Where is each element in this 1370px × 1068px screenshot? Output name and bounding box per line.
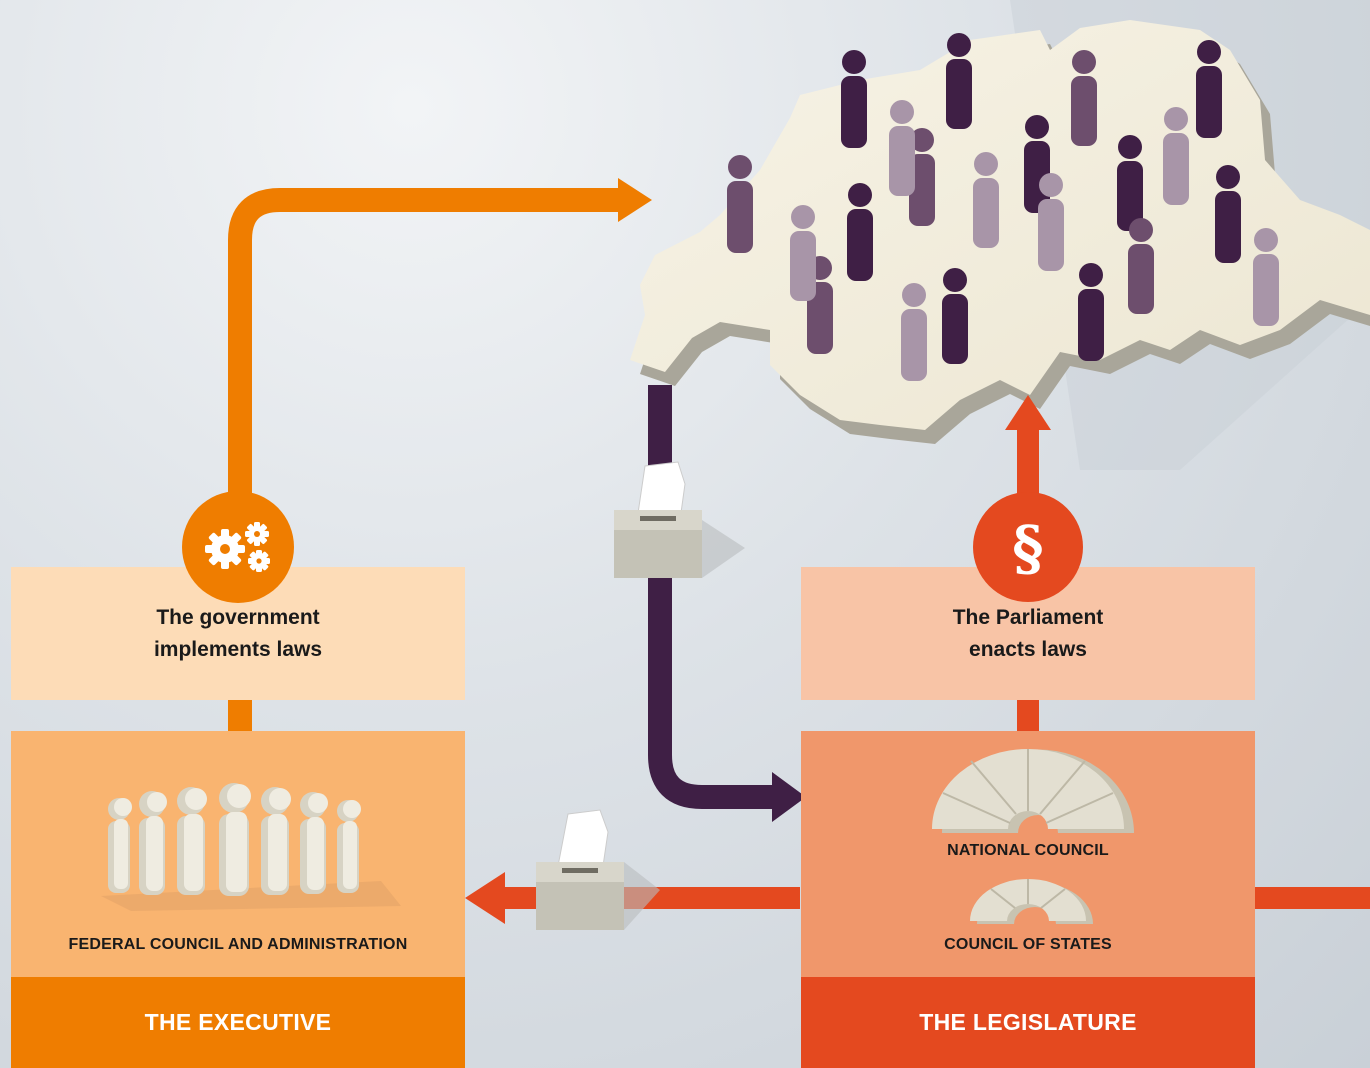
executive-body-box: FEDERAL COUNCIL AND ADMINISTRATION bbox=[11, 731, 465, 977]
legislature-note: The Parliament enacts laws bbox=[953, 602, 1104, 666]
legislature-right-connector bbox=[1255, 887, 1370, 909]
parliament-chambers bbox=[932, 749, 1134, 924]
legislature-note-line1: The Parliament bbox=[952, 605, 1104, 629]
gears-icon bbox=[205, 522, 270, 572]
executive-note: The government implements laws bbox=[154, 602, 322, 666]
federal-council-figures bbox=[101, 783, 401, 911]
national-council-label: NATIONAL COUNCIL bbox=[947, 842, 1109, 859]
executive-note-line1: The government bbox=[156, 605, 320, 629]
ballot-box-icon bbox=[614, 461, 745, 578]
legislature-to-executive-arrowhead bbox=[465, 872, 505, 924]
executive-note-line2: implements laws bbox=[153, 637, 323, 661]
population-figures bbox=[727, 33, 1279, 381]
legislature-footer: THE LEGISLATURE bbox=[801, 977, 1255, 1068]
national-council-chamber-icon bbox=[932, 749, 1134, 833]
executive-connector bbox=[228, 700, 252, 732]
ballot-box-icon bbox=[536, 809, 660, 930]
federal-council-label: FEDERAL COUNCIL AND ADMINISTRATION bbox=[68, 936, 408, 953]
executive-footer: THE EXECUTIVE bbox=[11, 977, 465, 1068]
council-of-states-chamber-icon bbox=[970, 879, 1093, 924]
section-sign-badge: § bbox=[973, 492, 1083, 602]
legislature-note-line2: enacts laws bbox=[969, 637, 1087, 661]
executive-to-people-arrow bbox=[228, 188, 625, 500]
legislature-body-box: NATIONAL COUNCIL COUNCIL OF STATES bbox=[801, 731, 1255, 977]
legislature-connector bbox=[1017, 700, 1039, 732]
legislature-to-people-arrowhead bbox=[1005, 395, 1051, 430]
people-to-legislature-arrow bbox=[648, 385, 780, 809]
council-of-states-label: COUNCIL OF STATES bbox=[944, 936, 1112, 953]
executive-to-people-arrowhead bbox=[618, 178, 652, 222]
gears-badge bbox=[182, 491, 294, 603]
legislature-to-people-arrow bbox=[1017, 425, 1039, 505]
people-to-legislature-arrowhead bbox=[772, 772, 806, 822]
section-sign-icon: § bbox=[1012, 514, 1044, 584]
